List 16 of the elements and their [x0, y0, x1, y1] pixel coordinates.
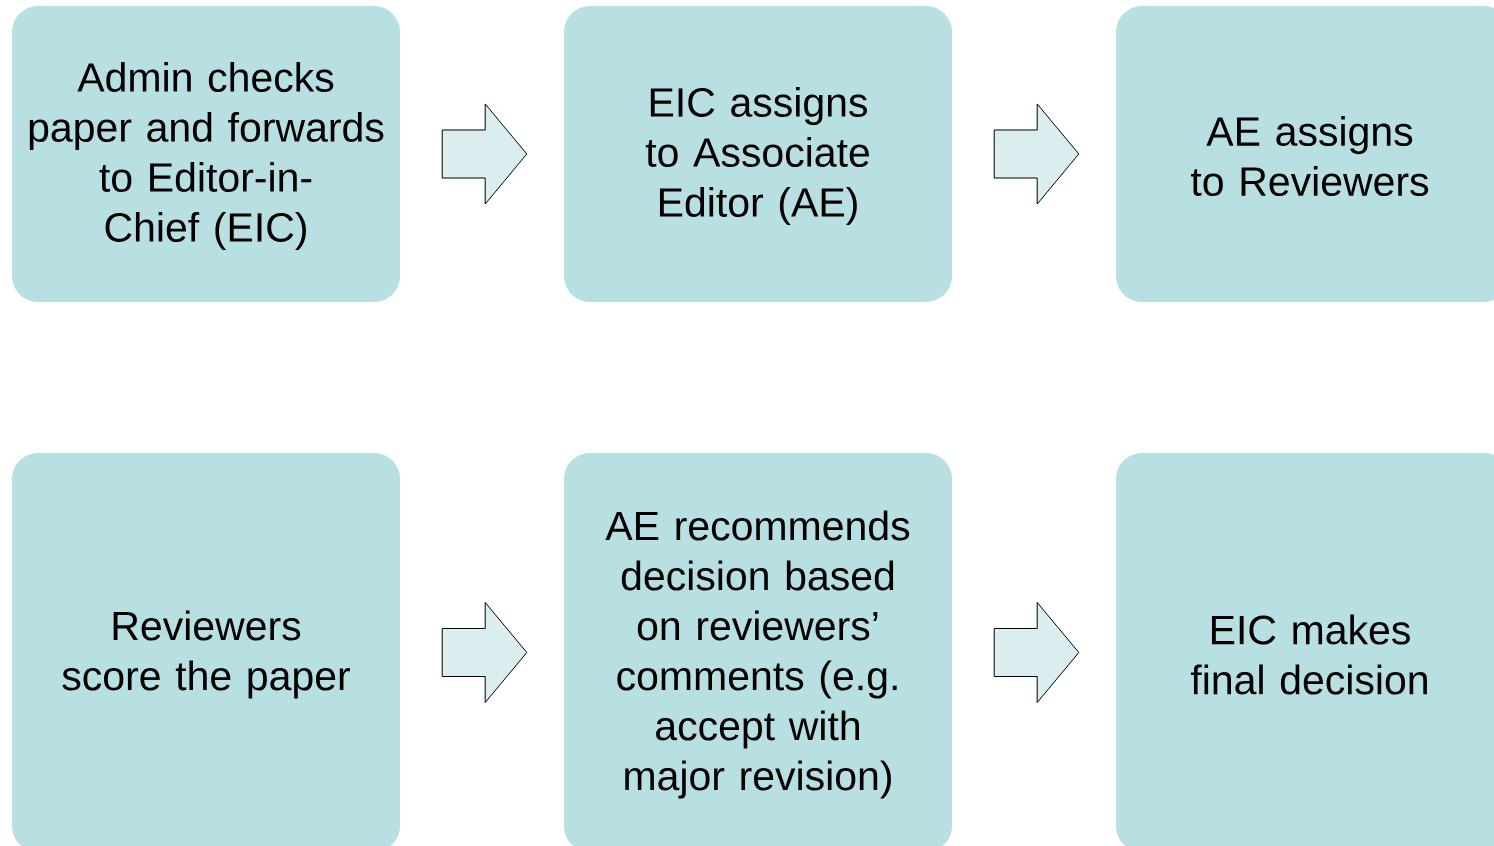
- process-box: [564, 453, 952, 846]
- box-text: EIC assigns to Associate Editor (AE): [645, 86, 869, 226]
- box-text: AE recommends decision based on reviewers’ comments (e.g. accept with major revision): [605, 510, 910, 799]
- block-arrow: [993, 103, 1080, 205]
- box-text: AE assigns to Reviewers: [1191, 115, 1429, 197]
- block-arrow: [441, 103, 528, 205]
- box-text: Admin checks paper and forwards to Editor-in-Chief (EIC): [29, 61, 384, 251]
- block-arrow: [993, 602, 1080, 703]
- process-box: [564, 6, 952, 302]
- process-box: [12, 453, 400, 846]
- process-box: [12, 6, 400, 302]
- box-text: EIC makes final decision: [1190, 614, 1427, 695]
- process-box: [1116, 6, 1494, 302]
- box-text: Reviewers score the paper: [62, 610, 350, 699]
- block-arrow: [441, 602, 528, 703]
- process-box: [1116, 453, 1494, 846]
